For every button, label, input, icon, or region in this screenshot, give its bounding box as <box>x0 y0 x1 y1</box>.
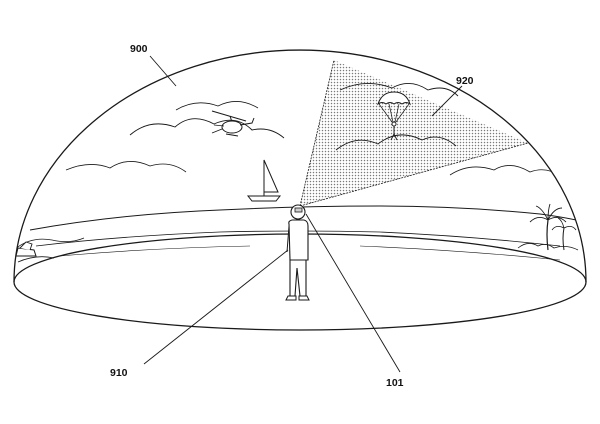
label-910: 910 <box>110 367 128 379</box>
helicopter-icon <box>211 110 255 137</box>
label-101: 101 <box>386 377 404 389</box>
person-icon <box>285 204 310 301</box>
dome-outline <box>13 49 587 283</box>
sailboat-icon <box>246 159 282 202</box>
label-920: 920 <box>456 75 474 87</box>
parachute-icon <box>377 91 411 141</box>
leader-101 <box>305 213 401 373</box>
leader-910 <box>143 249 289 365</box>
label-900: 900 <box>130 43 148 55</box>
palm-tree-icon <box>517 203 579 251</box>
leader-900 <box>149 55 177 87</box>
boat-icon <box>15 241 37 257</box>
leader-920 <box>431 85 463 117</box>
field-of-view-region <box>299 59 529 207</box>
